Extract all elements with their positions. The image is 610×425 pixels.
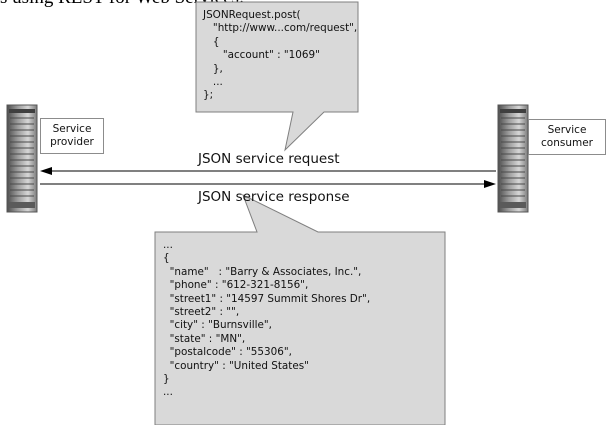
service-provider-label-text: Service provider <box>50 123 94 148</box>
request-code-line: ... <box>203 76 223 89</box>
consumer-server-icon <box>497 104 529 213</box>
header-text-fragment: s using REST for Web Services: <box>0 0 300 9</box>
request-bubble-code: JSONRequest.post( "http://www...com/requ… <box>203 9 357 103</box>
response-code-line: "street2" : "", <box>163 306 240 319</box>
response-code-line: } <box>163 373 170 386</box>
response-code-line: { <box>163 252 170 265</box>
response-bubble <box>154 193 446 425</box>
request-code-line: }, <box>203 62 223 75</box>
service-provider-label: Service provider <box>40 118 104 154</box>
response-code-line: "postalcode" : "55306", <box>163 346 292 359</box>
response-code-line: ... <box>163 239 173 251</box>
request-code-line: "http://www...com/request", <box>203 22 358 35</box>
response-code-line: "name" : "Barry & Associates, Inc.", <box>163 265 362 278</box>
request-bubble <box>195 1 359 152</box>
request-code-line: }; <box>203 89 214 102</box>
response-bubble-code: ... { "name" : "Barry & Associates, Inc.… <box>163 239 370 400</box>
response-arrow <box>40 180 496 188</box>
service-consumer-label: Service consumer <box>528 119 606 155</box>
response-code-line: "phone" : "612-321-8156", <box>163 279 309 292</box>
request-code-line: JSONRequest.post( <box>203 9 301 21</box>
response-code-line: ... <box>163 386 173 399</box>
service-consumer-label-text: Service consumer <box>541 124 593 149</box>
response-code-line: "city" : "Burnsville", <box>163 319 272 332</box>
response-code-line: "street1" : "14597 Summit Shores Dr", <box>163 292 371 305</box>
request-arrow <box>40 167 496 175</box>
provider-server-icon <box>6 104 38 213</box>
request-code-line: { <box>203 35 220 48</box>
response-code-line: "state" : "MN", <box>163 332 246 345</box>
request-code-line: "account" : "1069" <box>203 49 320 62</box>
request-arrow-label: JSON service request <box>198 151 340 167</box>
response-arrow-label: JSON service response <box>198 189 350 205</box>
response-code-line: "country" : "United States" <box>163 359 309 372</box>
